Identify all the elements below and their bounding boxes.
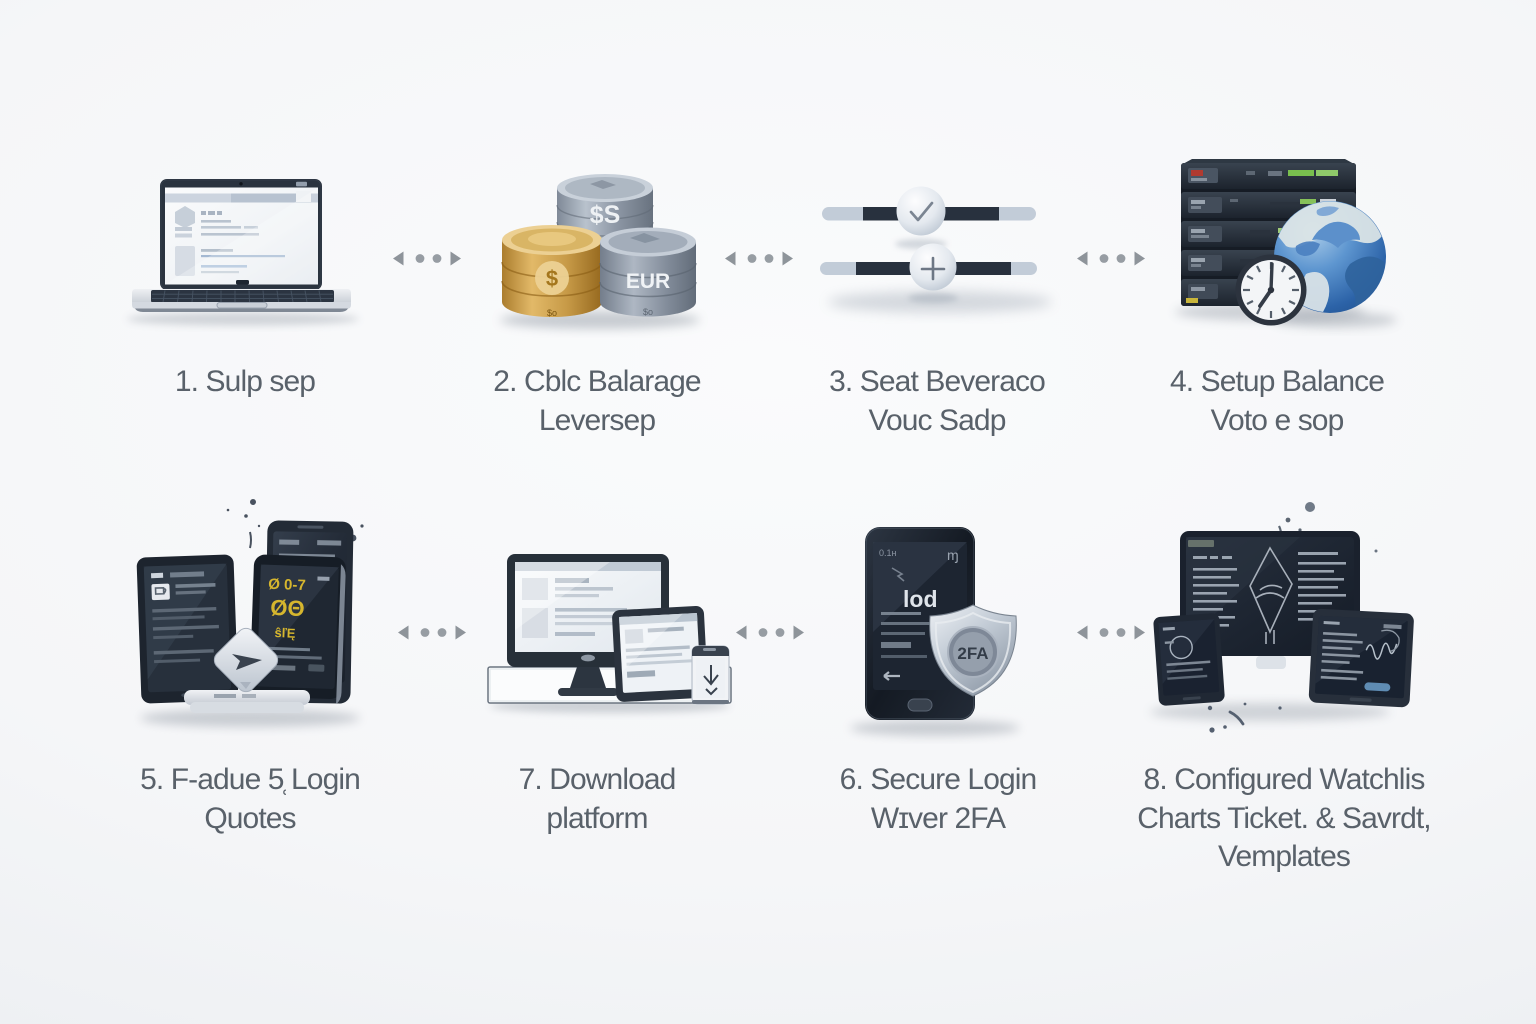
svg-text:0.1н: 0.1н <box>879 548 897 558</box>
svg-text:$: $ <box>546 266 558 291</box>
svg-text:2FA: 2FA <box>957 644 988 663</box>
svg-text:$o: $o <box>643 307 653 317</box>
svg-text:$o: $o <box>547 308 557 318</box>
svg-text:lod: lod <box>903 586 938 612</box>
svg-text:Ø 0-7: Ø 0-7 <box>268 576 306 594</box>
svg-text:ɱ: ɱ <box>947 547 959 563</box>
svg-text:ŝľĘ: ŝľĘ <box>274 625 296 641</box>
svg-text:EUR: EUR <box>626 270 670 293</box>
svg-text:$S: $S <box>590 201 621 229</box>
svg-text:ØΘ: ØΘ <box>270 595 305 621</box>
